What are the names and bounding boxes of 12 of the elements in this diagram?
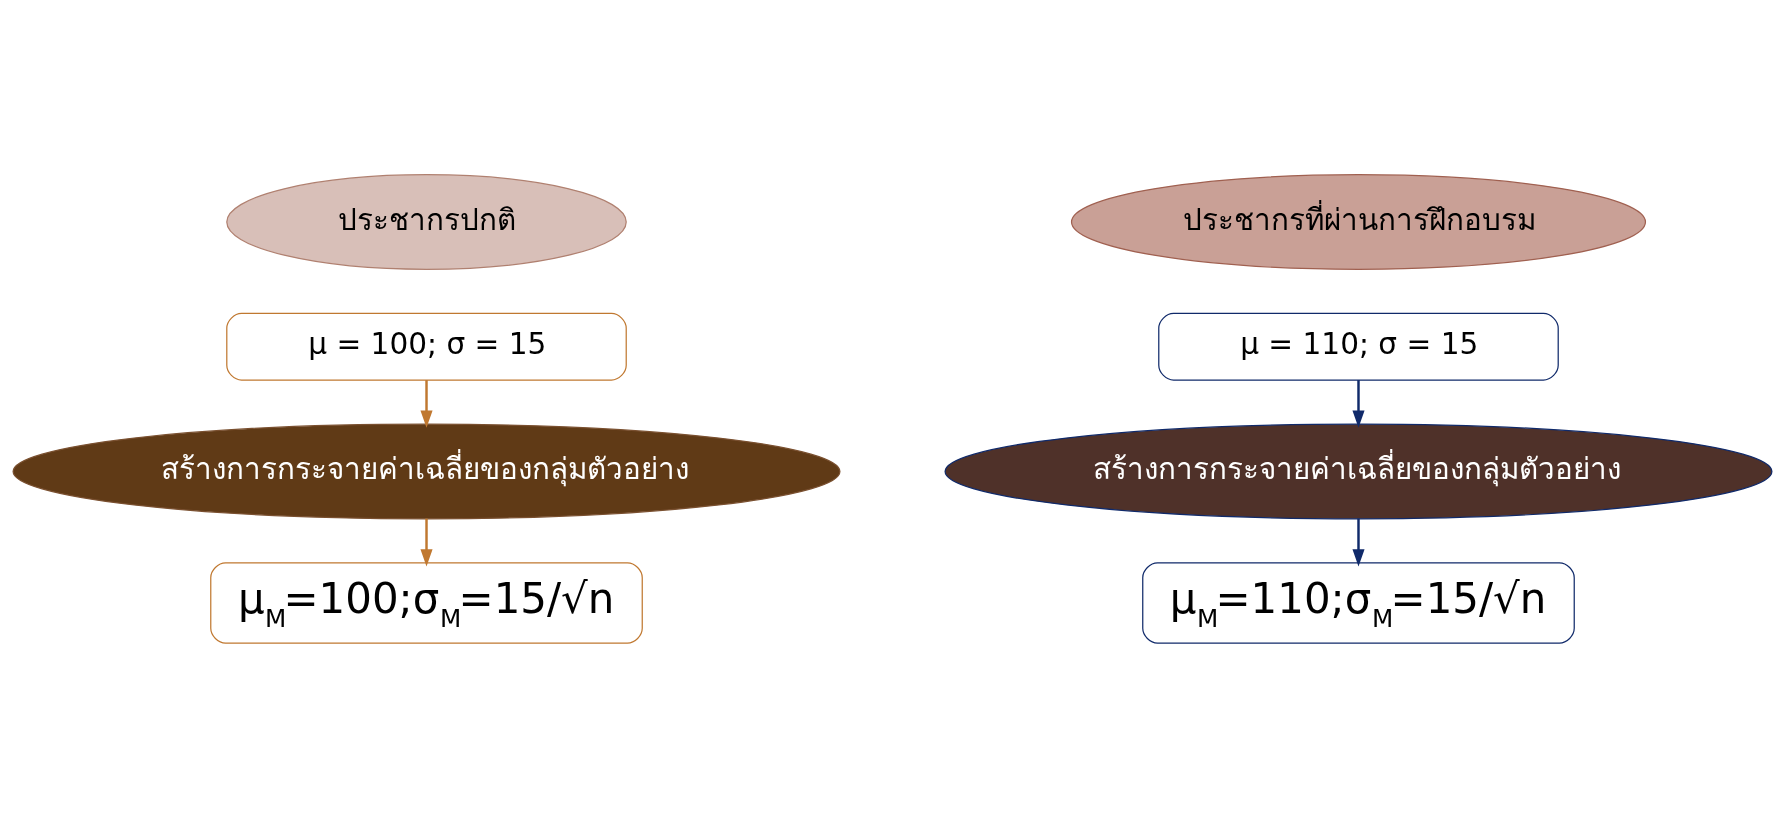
node-ellipse: ประชากรที่ผ่านการฝึกอบรม bbox=[1070, 174, 1647, 270]
node-box: μ$_{M}$=100;σ$_{M}$=15/√n bbox=[210, 562, 643, 644]
node-box: μ = 100; σ = 15 bbox=[226, 312, 627, 381]
arrow bbox=[420, 380, 433, 428]
arrow bbox=[1352, 518, 1365, 567]
node-ellipse: ประชากรปกติ bbox=[226, 174, 627, 270]
arrow bbox=[1352, 380, 1365, 428]
node-ellipse: สร้างการกระจายค่าเฉลี่ยของกลุ่มตัวอย่าง bbox=[944, 423, 1773, 520]
node-box: μ$_{M}$=110;σ$_{M}$=15/√n bbox=[1142, 562, 1575, 644]
node-box: μ = 110; σ = 15 bbox=[1158, 312, 1559, 381]
arrow bbox=[420, 518, 433, 567]
node-ellipse: สร้างการกระจายค่าเฉลี่ยของกลุ่มตัวอย่าง bbox=[12, 423, 841, 520]
